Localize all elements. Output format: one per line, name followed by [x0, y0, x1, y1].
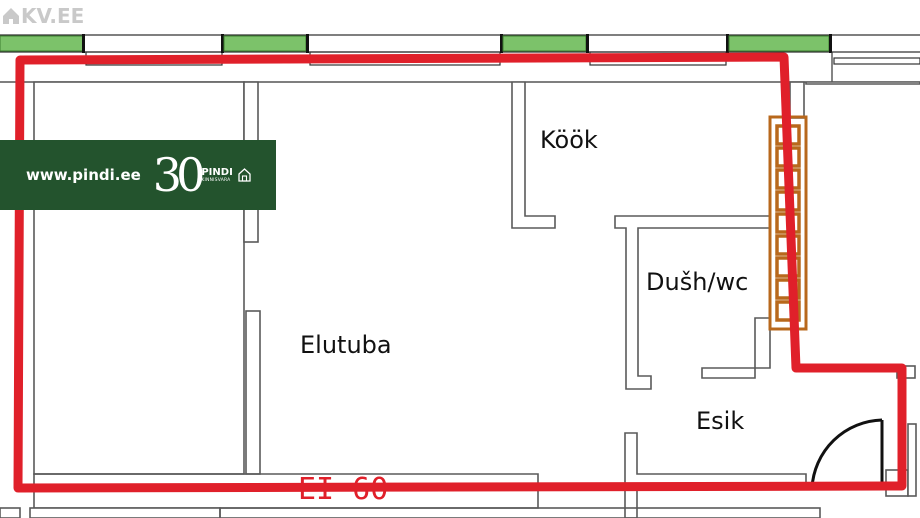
watermark-text: KV.EE	[21, 4, 85, 28]
banner-brand: PINDI KINNISVARA	[201, 167, 232, 184]
brand-name: PINDI	[201, 166, 233, 178]
window	[0, 34, 85, 53]
banner-url[interactable]: www.pindi.ee	[26, 166, 141, 184]
entrance-door	[810, 418, 884, 489]
kv-watermark: KV.EE	[2, 4, 84, 28]
window	[221, 34, 309, 53]
window	[726, 34, 832, 53]
room-label-elutuba: Elutuba	[300, 331, 392, 359]
house-icon	[3, 8, 19, 24]
fire-rating-label: EI 60	[298, 472, 388, 507]
home-outline-icon	[238, 168, 251, 182]
banner-anniversary-number: 30	[152, 148, 205, 202]
fire-boundary-line	[13, 52, 907, 493]
room-label-kook: Köök	[540, 126, 598, 154]
room-label-esik: Esik	[696, 407, 744, 435]
pindi-banner[interactable]: www.pindi.ee 30 PINDI KINNISVARA	[0, 140, 276, 210]
window-sill	[831, 52, 920, 82]
brand-subtitle: KINNISVARA	[201, 177, 231, 183]
room-label-dushwc: Dušh/wc	[646, 268, 748, 296]
window	[500, 34, 589, 53]
